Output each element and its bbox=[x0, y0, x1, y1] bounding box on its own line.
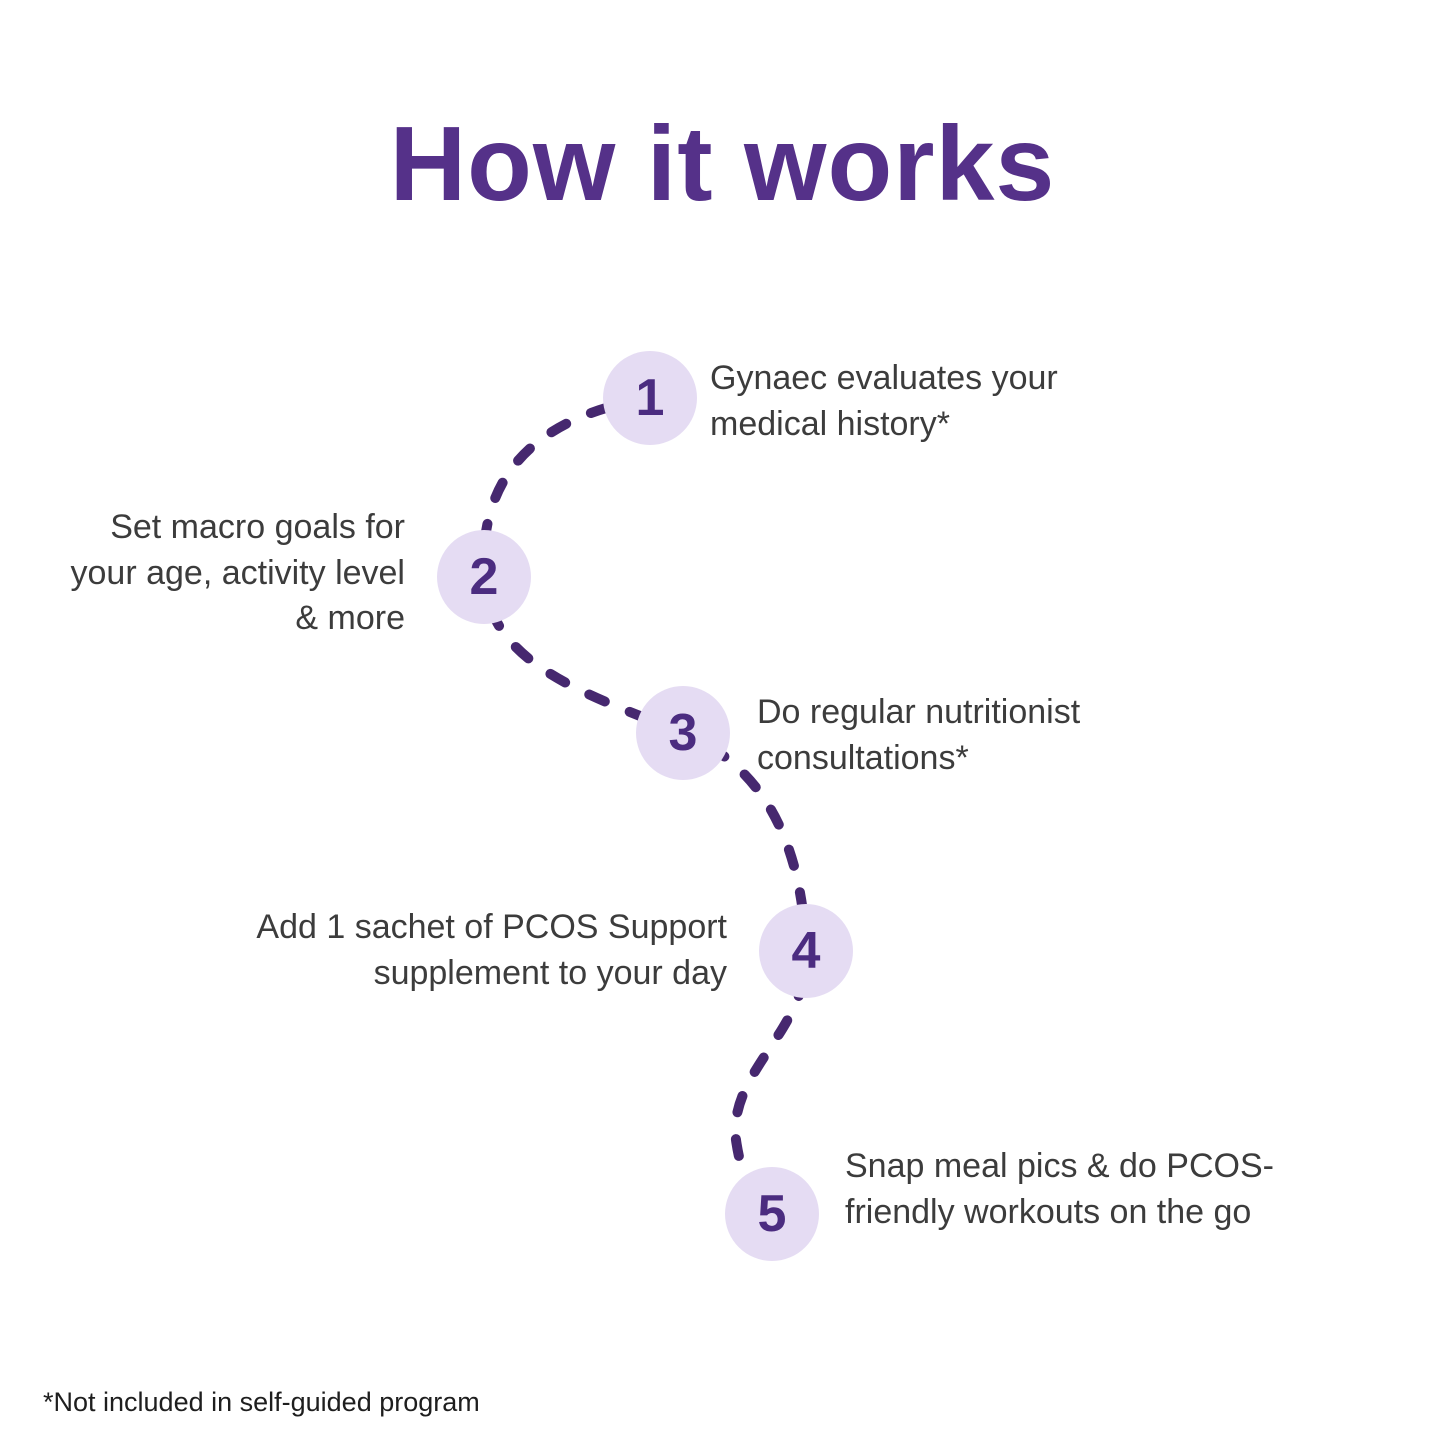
step-1-badge: 1 bbox=[603, 351, 697, 445]
step-4-badge: 4 bbox=[759, 904, 853, 998]
step-3-label: Do regular nutritionist consultations* bbox=[757, 693, 1081, 777]
step-1-number: 1 bbox=[635, 369, 665, 427]
step-2-badge: 2 bbox=[437, 530, 531, 624]
step-3-badge: 3 bbox=[636, 686, 730, 780]
step-2-number: 2 bbox=[469, 548, 499, 606]
page-title: How it works bbox=[389, 105, 1056, 223]
step-4-number: 4 bbox=[791, 922, 821, 980]
step-1-label: Gynaec evaluates your medical history* bbox=[710, 359, 1058, 443]
step-3-number: 3 bbox=[668, 704, 698, 762]
step-2-label: Set macro goals for your age, activity l… bbox=[70, 508, 406, 638]
step-5-label: Snap meal pics & do PCOS-friendly workou… bbox=[845, 1147, 1274, 1231]
step-5-badge: 5 bbox=[725, 1167, 819, 1261]
footnote: *Not included in self-guided program bbox=[43, 1387, 480, 1417]
step-5-number: 5 bbox=[757, 1185, 787, 1243]
step-4-label: Add 1 sachet of PCOS Support supplement … bbox=[256, 908, 727, 992]
